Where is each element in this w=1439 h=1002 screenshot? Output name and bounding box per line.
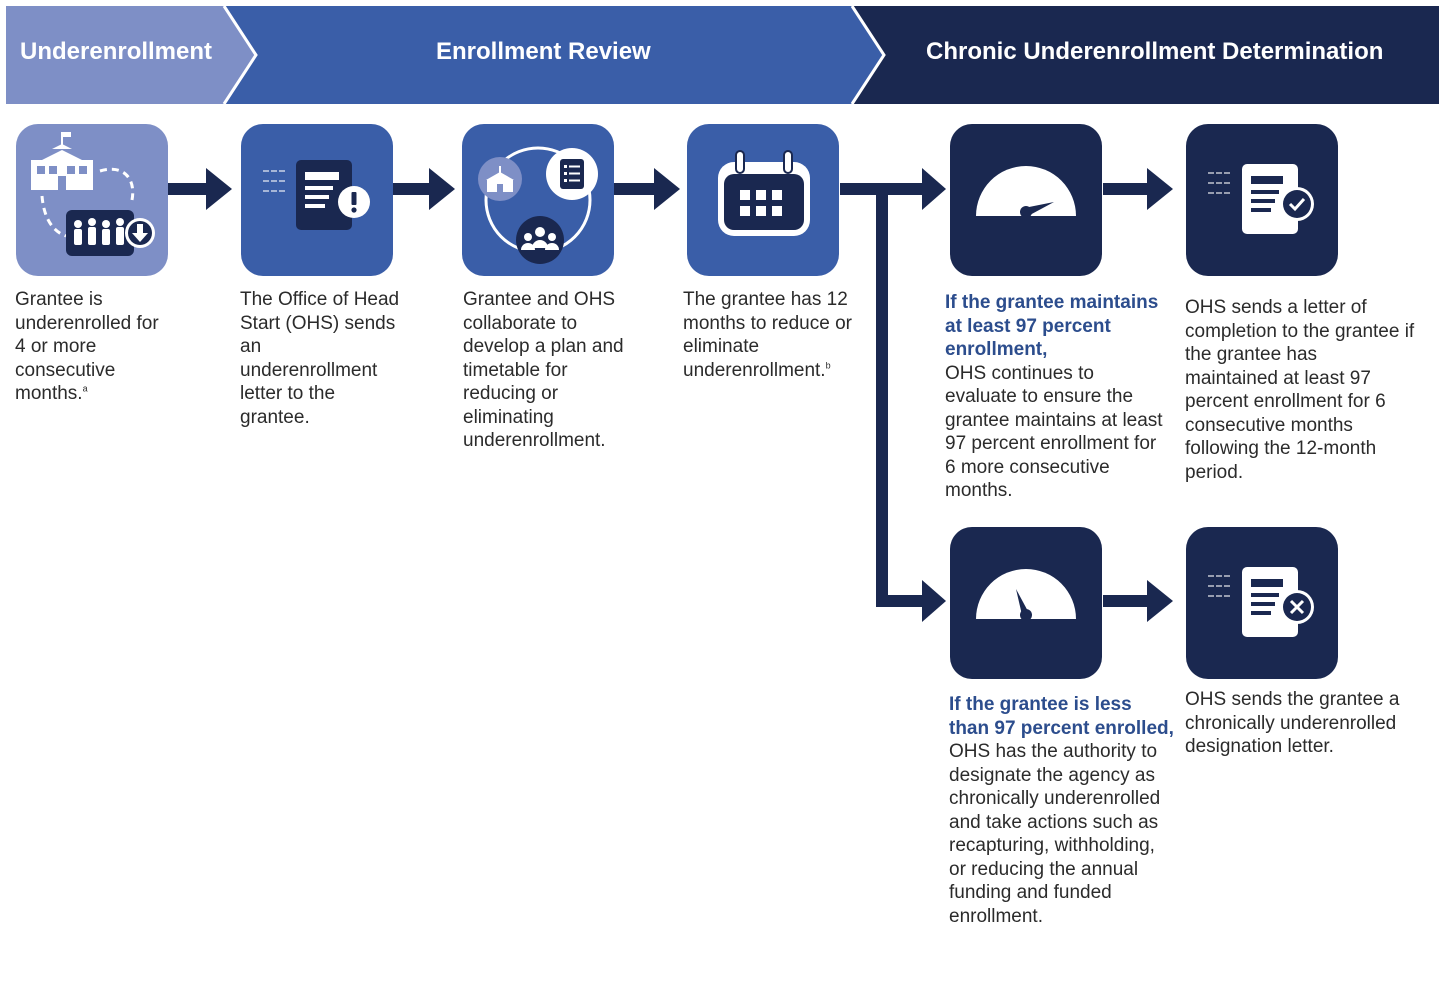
phase-chevron-determination-edge bbox=[6, 6, 256, 104]
arrow-shaft-5 bbox=[1103, 183, 1147, 195]
step-2-text: The Office of Head Start (OHS) sends an … bbox=[240, 289, 400, 428]
footnote-marker-a: a bbox=[82, 383, 88, 394]
step-4-description: The grantee has 12 months to reduce or e… bbox=[683, 289, 852, 381]
step-5-description: OHS continues to evaluate to ensure the … bbox=[945, 362, 1163, 502]
gauge-high-icon bbox=[950, 124, 1102, 276]
arrow-head-4 bbox=[922, 168, 946, 210]
arrow-branch-vertical bbox=[876, 183, 888, 607]
calendar-icon bbox=[687, 124, 839, 276]
phase-banner bbox=[6, 5, 1439, 105]
phase-label-determination: Chronic Underenrollment Determination bbox=[926, 38, 1384, 65]
step-1-description: Grantee is underenrolled for 4 or more c… bbox=[15, 289, 159, 404]
step-4-text: The grantee has 12 months to reduce or e… bbox=[683, 288, 873, 382]
phase-divider-1 bbox=[222, 5, 258, 105]
footnote-marker-b: b bbox=[825, 360, 831, 371]
step-8-text: OHS sends the grantee a chronically unde… bbox=[1185, 689, 1400, 757]
step-7-condition: If the grantee is less than 97 percent e… bbox=[949, 694, 1174, 739]
step-7-text: If the grantee is less than 97 percent e… bbox=[949, 693, 1174, 928]
step-6-text: OHS sends a letter of completion to the … bbox=[1185, 297, 1415, 483]
arrow-head-3 bbox=[654, 168, 680, 210]
phase-label-enrollment-review: Enrollment Review bbox=[436, 38, 651, 65]
arrow-head-1 bbox=[206, 168, 232, 210]
gauge-low-icon bbox=[950, 527, 1102, 679]
arrow-head-6 bbox=[1147, 580, 1173, 622]
arrow-shaft-6 bbox=[1103, 595, 1147, 607]
step-5-text: If the grantee maintains at least 97 per… bbox=[945, 291, 1170, 503]
phase-divider-2 bbox=[850, 5, 886, 105]
step-1-text: Grantee is underenrolled for 4 or more c… bbox=[15, 288, 165, 406]
arrow-shaft-3 bbox=[614, 183, 654, 195]
collaboration-cycle-icon bbox=[462, 124, 614, 276]
arrow-shaft-branch bbox=[876, 595, 922, 607]
school-children-icon bbox=[16, 124, 168, 276]
arrow-shaft-1 bbox=[168, 183, 206, 195]
step-3-text: Grantee and OHS collaborate to develop a… bbox=[463, 289, 624, 451]
arrow-head-5 bbox=[1147, 168, 1173, 210]
arrow-shaft-2 bbox=[393, 183, 429, 195]
step-7-description: OHS has the authority to designate the a… bbox=[949, 741, 1161, 927]
arrow-head-branch bbox=[922, 580, 946, 622]
step-5-condition: If the grantee maintains at least 97 per… bbox=[945, 292, 1159, 360]
arrow-head-2 bbox=[429, 168, 455, 210]
document-check-icon bbox=[1186, 124, 1338, 276]
letter-alert-icon bbox=[241, 124, 393, 276]
phase-label-underenrollment: Underenrollment bbox=[20, 38, 213, 65]
document-x-icon bbox=[1186, 527, 1338, 679]
